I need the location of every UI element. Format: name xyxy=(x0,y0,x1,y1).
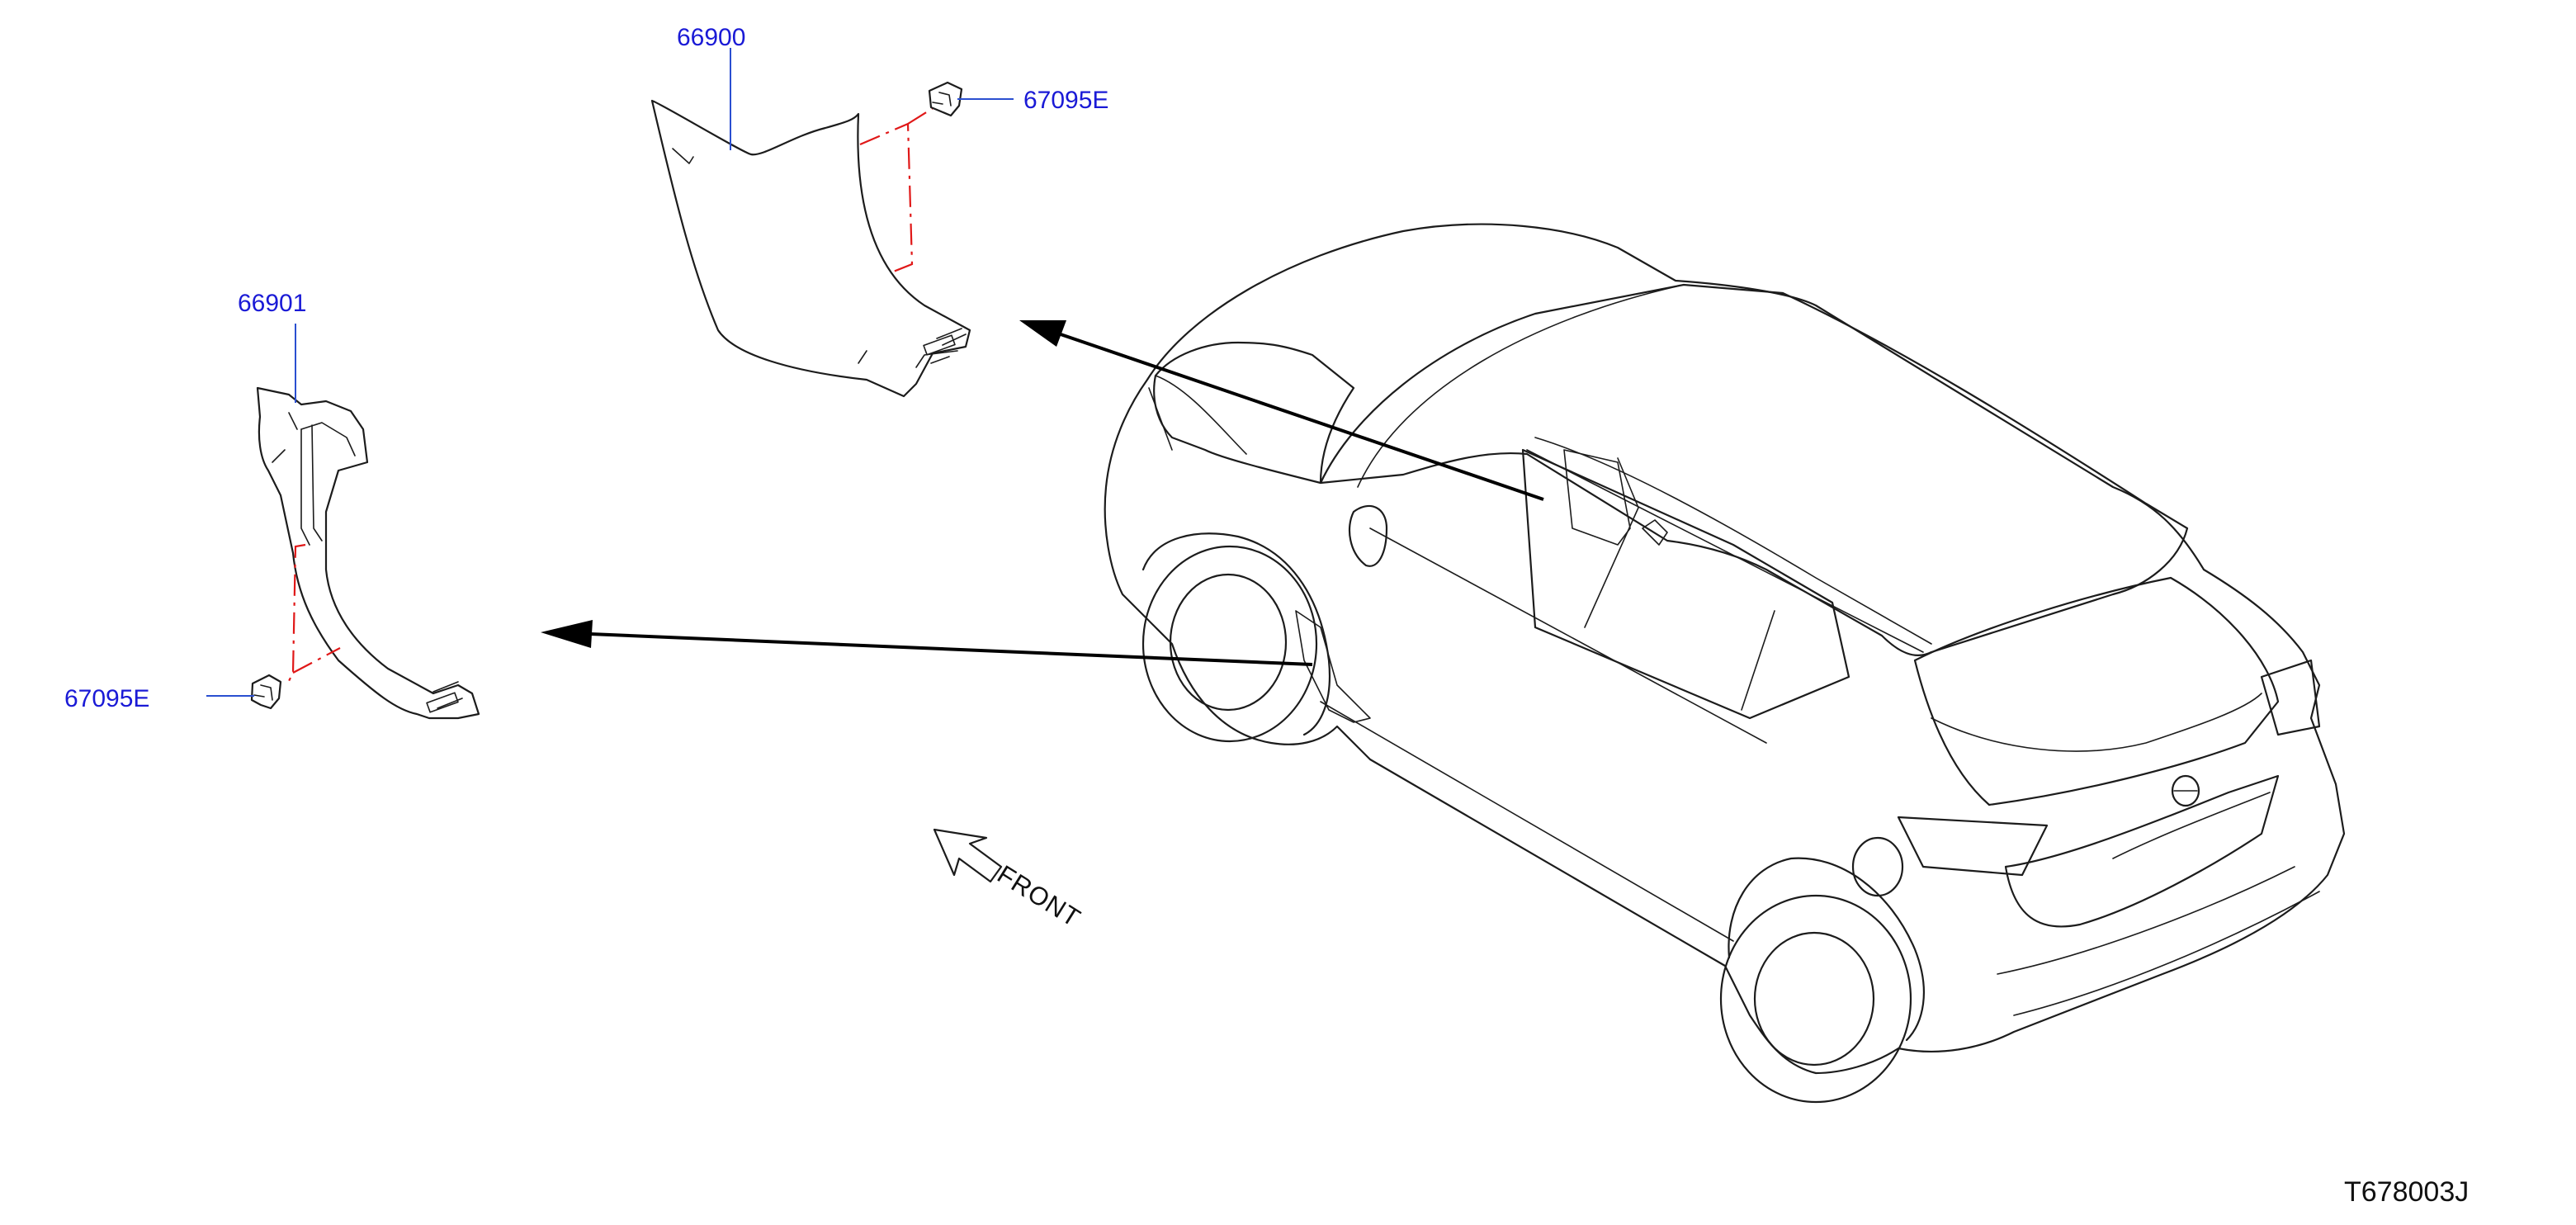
part-number-trim-upper[interactable]: 66900 xyxy=(677,24,745,51)
vehicle-illustration xyxy=(1104,223,2346,1104)
trim-upper-part xyxy=(650,99,971,398)
fastener-line-upper xyxy=(859,122,914,274)
part-number-trim-lower[interactable]: 66901 xyxy=(238,290,306,317)
trim-lower-part xyxy=(256,386,480,720)
fastener-line-lower xyxy=(288,543,306,682)
figure-code: T678003J xyxy=(2344,1176,2469,1208)
front-label: FRONT xyxy=(992,859,1085,933)
front-direction-arrow xyxy=(933,828,1003,883)
part-number-clip-upper[interactable]: 67095E xyxy=(1023,87,1108,114)
part-number-clip-lower[interactable]: 67095E xyxy=(64,685,149,712)
clip-lower-part xyxy=(250,674,282,710)
clip-upper-part xyxy=(928,81,963,117)
callout-arrow-lower xyxy=(541,620,1313,666)
callout-arrow-upper xyxy=(1019,320,1544,501)
